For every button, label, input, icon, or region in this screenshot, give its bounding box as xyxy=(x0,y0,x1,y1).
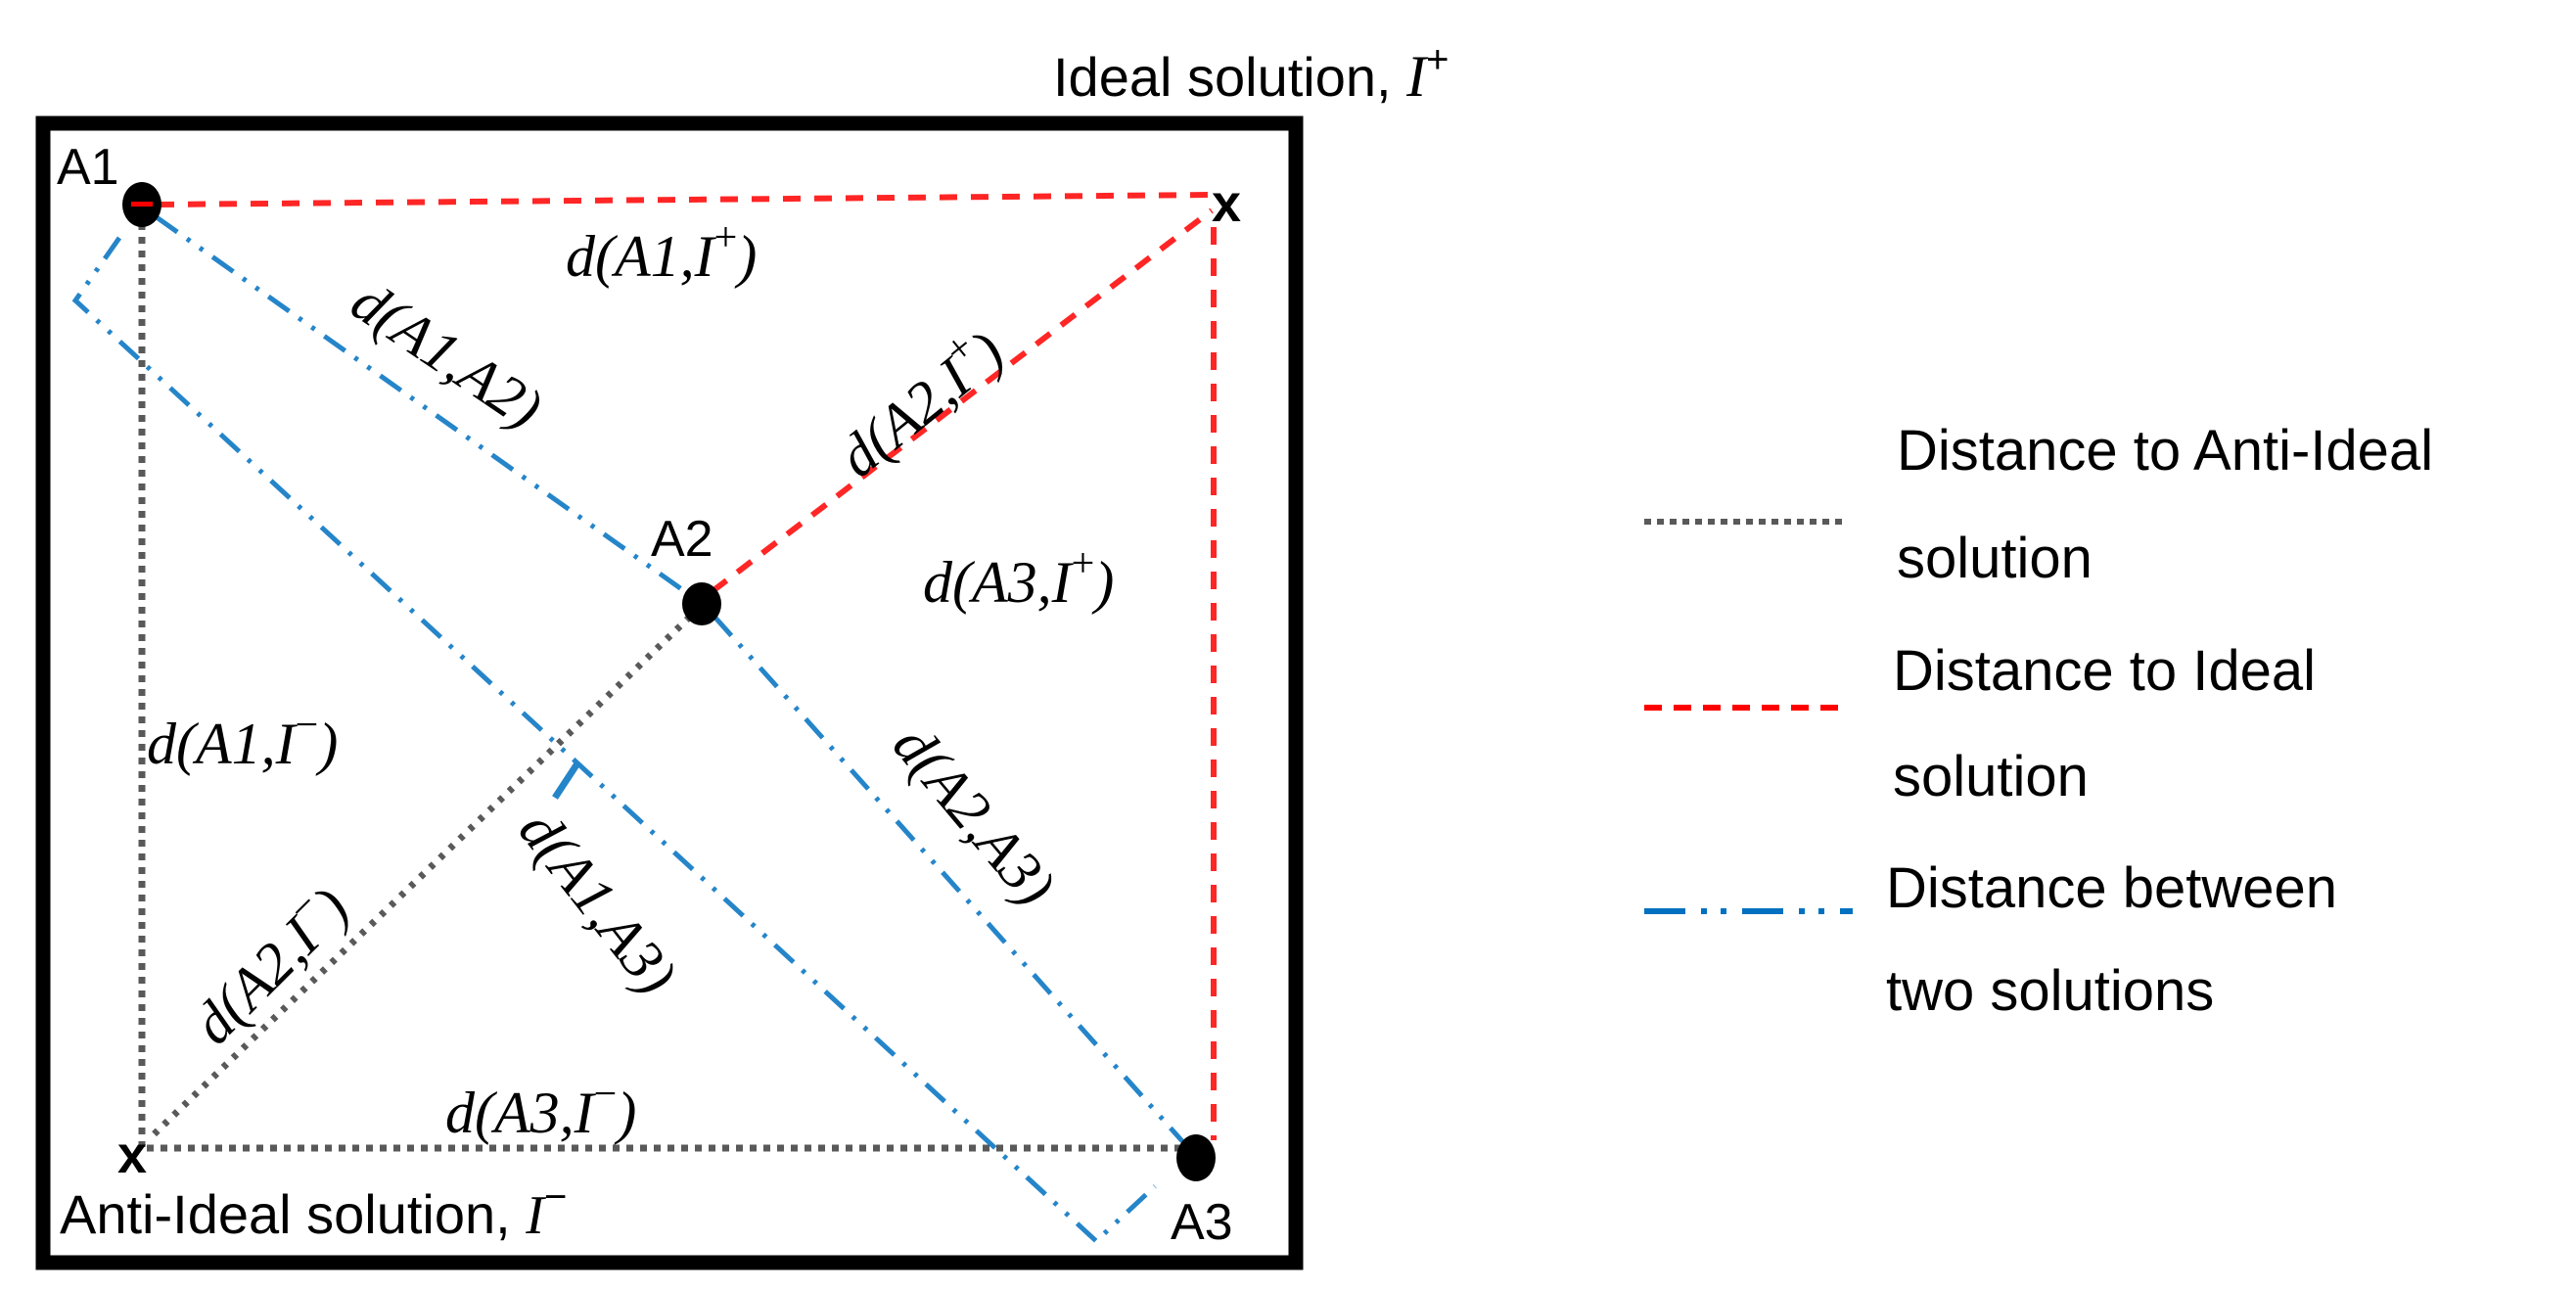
line-a2-anti-ideal xyxy=(146,614,693,1142)
label-a2: A2 xyxy=(651,511,713,568)
label-d-a1-a2: d(A1,A2) xyxy=(341,268,554,441)
arrow-a1-a3 xyxy=(552,761,580,800)
label-d-a3-ideal: d(A3,I+) xyxy=(923,541,1114,615)
label-d-a2-a3: d(A2,A3) xyxy=(881,713,1068,918)
label-a1: A1 xyxy=(57,139,119,196)
bracket-a1-a3 xyxy=(71,236,1157,1245)
ideal-x-icon: x xyxy=(1212,174,1241,233)
legend-label-between-2: two solutions xyxy=(1886,959,2214,1023)
label-d-a3-anti-ideal: d(A3,I−) xyxy=(445,1072,636,1145)
line-a1-ideal xyxy=(156,192,1213,207)
legend-label-anti-ideal: Distance to Anti-Ideal xyxy=(1897,419,2433,483)
label-d-a1-anti-ideal: d(A1,I−) xyxy=(147,703,338,776)
legend-label-anti-ideal-2: solution xyxy=(1897,527,2093,590)
line-a2-ideal xyxy=(711,207,1214,594)
legend-item-anti-ideal: Distance to Anti-Ideal solution xyxy=(1644,419,2433,590)
ideal-solution-title: Ideal solution, I+ xyxy=(1053,38,1449,109)
legend-item-between: Distance between two solutions xyxy=(1644,856,2337,1023)
anti-ideal-distance-lines xyxy=(138,223,1179,1152)
legend-label-between: Distance between xyxy=(1886,856,2337,920)
label-d-a1-a3: d(A1,A3) xyxy=(507,798,689,1006)
anti-ideal-x-icon: x xyxy=(117,1126,147,1184)
label-a3: A3 xyxy=(1171,1194,1233,1251)
legend-label-ideal: Distance to Ideal xyxy=(1893,639,2316,703)
point-a2[interactable] xyxy=(682,582,721,625)
point-a3[interactable] xyxy=(1176,1134,1216,1181)
ideal-distance-lines xyxy=(156,192,1217,1140)
diagram-frame xyxy=(35,115,1304,1270)
legend-item-ideal: Distance to Ideal solution xyxy=(1644,639,2316,808)
solution-points xyxy=(122,182,1216,1181)
point-a1-red-mark xyxy=(131,202,153,207)
label-d-a2-ideal: d(A2,I+) xyxy=(821,312,1016,489)
anti-ideal-solution-title: Anti-Ideal solution, I− xyxy=(60,1175,567,1246)
line-a1-a2 xyxy=(155,214,692,598)
legend-label-ideal-2: solution xyxy=(1893,745,2089,808)
label-d-a1-ideal: d(A1,I+) xyxy=(566,215,757,289)
between-distance-lines xyxy=(71,214,1184,1245)
legend: Distance to Anti-Ideal solution Distance… xyxy=(1644,419,2433,1023)
line-a2-a3 xyxy=(713,615,1184,1143)
